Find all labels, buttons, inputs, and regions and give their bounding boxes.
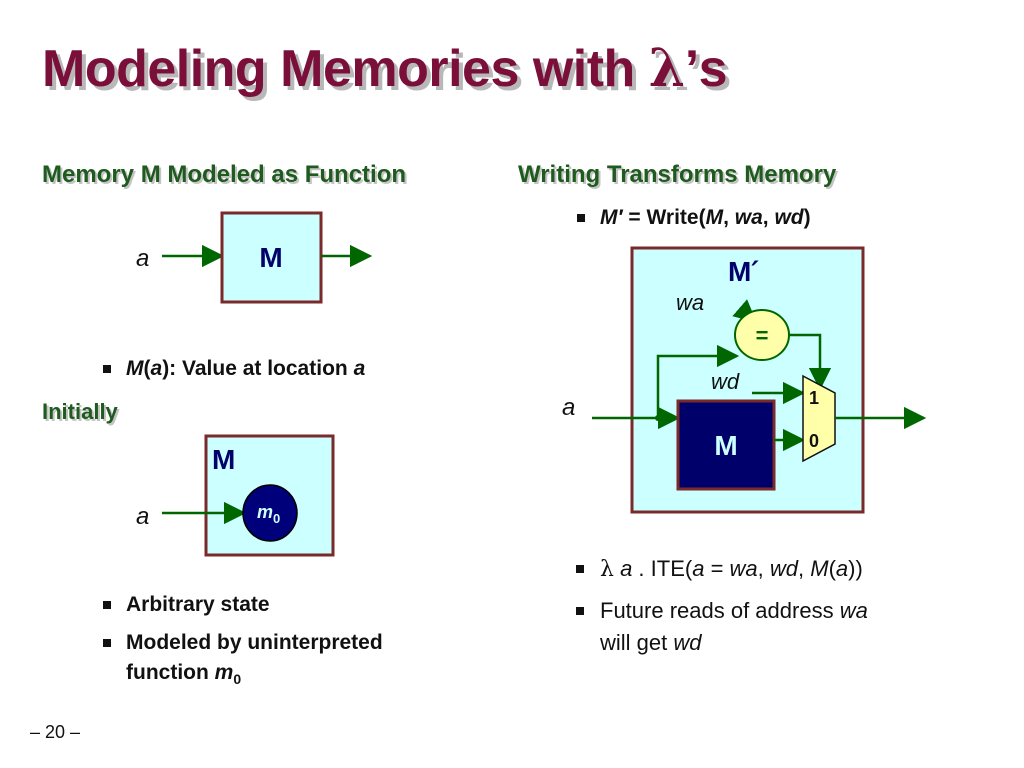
- bullet-a2: a: [353, 357, 366, 380]
- comma: ,: [757, 556, 770, 581]
- write-wa: wa: [734, 206, 763, 229]
- outer-a-label: a: [562, 394, 575, 421]
- mux-input-0-label: 0: [809, 431, 819, 451]
- title-lambda: λ: [648, 38, 685, 99]
- close-paren: ): [803, 206, 811, 229]
- page-number: – 20 –: [30, 722, 81, 742]
- input-label-a: a: [136, 245, 149, 272]
- uninterpreted-function-bullet: Modeled by uninterpreted function m0: [103, 628, 383, 694]
- bullet-marker: [576, 607, 584, 615]
- paren: (: [828, 556, 836, 581]
- initially-heading: Initially: [42, 399, 118, 424]
- close-paren: )): [848, 556, 863, 581]
- ite-open: . ITE(: [632, 556, 693, 581]
- future-wa: wa: [839, 598, 868, 623]
- write-memory-diagram: M′ wa = wd M 1 0 a: [562, 246, 927, 514]
- wd-label: wd: [711, 369, 740, 394]
- bullet-marker: [103, 601, 111, 609]
- lambda-a: a: [613, 556, 633, 581]
- ite-eq: =: [704, 556, 730, 581]
- title-text: Modeling Memories with: [42, 40, 649, 98]
- right-heading: Writing Transforms Memory: [518, 161, 837, 188]
- m-prime: M′: [600, 206, 623, 229]
- future-reads-bullet: Future reads of address wa will get wd: [576, 595, 868, 659]
- ite-wa: wa: [729, 556, 758, 581]
- bullet-a: a: [150, 357, 163, 380]
- write-m: M: [705, 206, 724, 229]
- future-line1: Future reads of address: [600, 598, 840, 623]
- bullet-marker: [103, 639, 111, 647]
- bullet-line2: function: [126, 661, 215, 684]
- multiplexer: [802, 374, 836, 463]
- bullet-text: Arbitrary state: [126, 593, 270, 616]
- title-suffix: ’s: [684, 40, 728, 98]
- select-wire: [789, 333, 832, 391]
- bullet-marker: [577, 214, 585, 222]
- ite-wd: wd: [769, 556, 799, 581]
- left-heading: Memory M Modeled as Function: [42, 161, 407, 188]
- arbitrary-state-bullet: Arbitrary state: [103, 590, 270, 620]
- ite-a: a: [692, 556, 705, 581]
- initial-input-label-a: a: [136, 503, 149, 530]
- write-eq: = Write(: [622, 206, 706, 229]
- bullet-marker: [576, 565, 584, 573]
- junction-dot: [655, 415, 661, 421]
- memory-box-label: M: [259, 242, 282, 273]
- m0-label: m0: [257, 502, 280, 526]
- wa-label: wa: [676, 290, 704, 315]
- m0-circle: [242, 484, 298, 542]
- memory-box: [220, 211, 323, 304]
- outer-memory-label: M′: [728, 255, 759, 288]
- bullet-marker: [103, 365, 111, 373]
- write-definition-bullet: M′ = Write(M, wa, wd): [577, 203, 811, 233]
- mux-input-1-label: 1: [809, 388, 819, 408]
- ite-m: M: [810, 556, 829, 581]
- bullet-rest: ): Value at location: [162, 357, 354, 380]
- memory-function-diagram: a M: [136, 211, 373, 304]
- lambda-ite-bullet: λ a . ITE(a = wa, wd, M(a)): [576, 553, 863, 586]
- inner-memory-box: [676, 399, 776, 491]
- future-wd: wd: [673, 630, 702, 655]
- comparator-label: =: [756, 323, 769, 348]
- a-to-comparator-wire: [656, 344, 740, 418]
- bullet-line1: Modeled by uninterpreted: [126, 631, 383, 654]
- initial-memory-diagram: M a m0: [136, 434, 335, 557]
- bullet-m: M: [126, 357, 144, 380]
- inner-memory-label: M: [714, 430, 737, 461]
- lambda-symbol: λ: [600, 557, 614, 582]
- initial-box-label: M: [212, 444, 235, 475]
- comma: ,: [762, 206, 775, 229]
- slide-title: Modeling Memories with λ’s: [42, 38, 728, 99]
- future-line2: will get: [600, 630, 674, 655]
- paren: (: [143, 357, 151, 380]
- comma: ,: [723, 206, 735, 229]
- write-wd: wd: [774, 206, 804, 229]
- ite-a3: a: [835, 556, 849, 581]
- value-at-location-bullet: M(a): Value at location a: [103, 354, 366, 384]
- function-m: m: [214, 661, 234, 684]
- comma: ,: [798, 556, 811, 581]
- function-sub: 0: [233, 671, 242, 688]
